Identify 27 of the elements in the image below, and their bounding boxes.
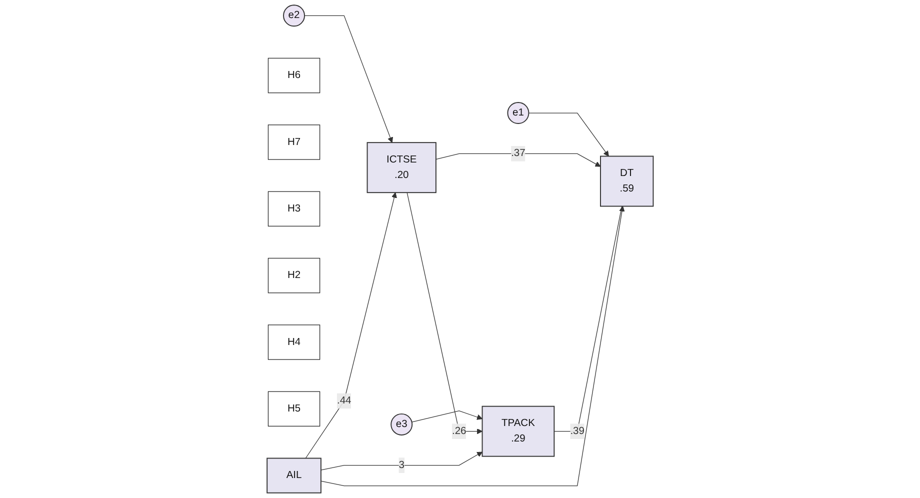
node-box: H4 bbox=[268, 324, 320, 360]
node-box: DT .59 bbox=[600, 156, 654, 207]
arrow bbox=[435, 153, 601, 167]
arrow bbox=[320, 452, 482, 470]
edge-label: .26 bbox=[452, 426, 466, 436]
node-circle: e1 bbox=[507, 102, 530, 124]
node-box: H2 bbox=[268, 258, 320, 294]
edge-label: .44 bbox=[336, 395, 352, 406]
node-box: H7 bbox=[268, 124, 320, 160]
arrow bbox=[320, 206, 625, 486]
arrow bbox=[406, 192, 482, 434]
node-circle: e2 bbox=[282, 4, 305, 27]
edge-label: .37 bbox=[510, 148, 526, 159]
node-box: H5 bbox=[268, 391, 320, 427]
arrow bbox=[304, 15, 393, 143]
connector bbox=[554, 206, 622, 432]
node-box: TPACK .29 bbox=[482, 406, 554, 457]
arrow bbox=[528, 112, 609, 156]
arrow bbox=[411, 410, 482, 422]
node-box: AIL bbox=[266, 458, 322, 494]
node-box: ICTSE .20 bbox=[366, 142, 436, 194]
edge-label: .39 bbox=[570, 426, 584, 436]
node-box: H6 bbox=[268, 58, 320, 94]
node-box: H3 bbox=[268, 191, 320, 226]
edge-label: 3 bbox=[398, 460, 404, 470]
arrow bbox=[305, 192, 397, 459]
node-circle: e3 bbox=[390, 413, 412, 436]
